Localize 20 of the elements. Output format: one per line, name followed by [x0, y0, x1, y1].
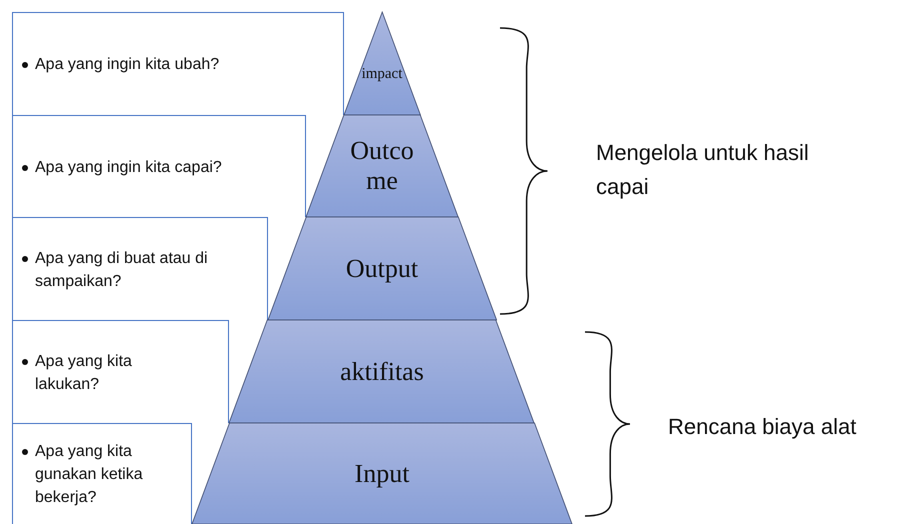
- bracket-label: Mengelola untuk hasil capai: [596, 139, 810, 201]
- row-box: [12, 115, 306, 217]
- pyramid-level: [229, 320, 534, 423]
- question-text: Apa yang di buat atau di sampaikan?: [21, 246, 265, 292]
- level-label: Output: [344, 254, 420, 284]
- question-text: Apa yang ingin kita ubah?: [21, 53, 335, 76]
- row-box: [12, 217, 268, 320]
- level-label: aktifitas: [339, 356, 425, 386]
- level-label: impact: [360, 66, 404, 84]
- row-box: [12, 320, 230, 423]
- pyramid-level: [306, 115, 458, 217]
- level-label: Input: [354, 458, 410, 488]
- pyramid-level: [268, 217, 496, 320]
- bracket-label: Rencana biaya alat: [668, 413, 858, 441]
- row-box: [12, 12, 344, 115]
- pyramid-level: [192, 423, 572, 524]
- question-text: Apa yang kita lakukan?: [21, 350, 185, 396]
- level-label: Outco me: [349, 136, 415, 196]
- question-text: Apa yang kita gunakan ketika bekerja?: [21, 440, 175, 509]
- row-box: [12, 423, 192, 524]
